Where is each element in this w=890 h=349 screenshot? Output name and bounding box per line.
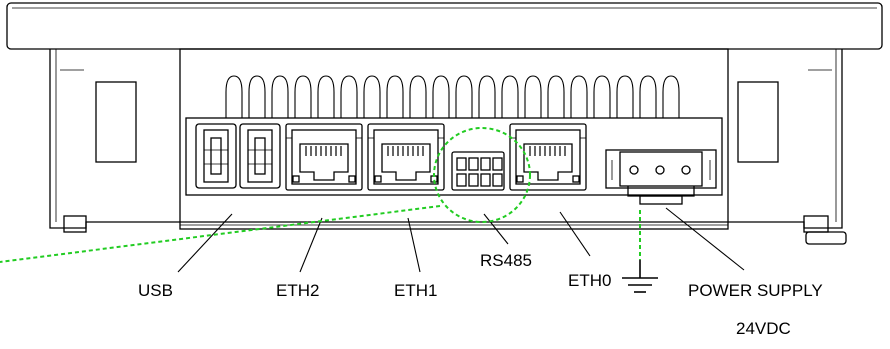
eth1-label: ETH1 — [394, 281, 437, 300]
voltage-label: 24VDC — [736, 319, 791, 338]
eth0-label: ETH0 — [568, 271, 611, 290]
device-housing — [6, 2, 883, 245]
eth2-port — [285, 123, 363, 191]
usb-port-2 — [239, 123, 281, 189]
callout-lines — [177, 207, 745, 273]
cooling-fins — [225, 75, 700, 119]
usb-label: USB — [138, 281, 173, 300]
ground-icon — [622, 260, 658, 293]
power-terminal — [605, 149, 717, 205]
rs485-connector — [451, 151, 505, 191]
eth2-label: ETH2 — [276, 281, 319, 300]
power-supply-label: POWER SUPPLY — [688, 281, 823, 300]
rs485-label: RS485 — [480, 251, 532, 270]
ethernet-ports — [285, 123, 587, 191]
rs485-highlight — [0, 127, 531, 263]
connector-enclosure — [179, 48, 729, 230]
eth1-port — [367, 123, 445, 191]
usb-port-1 — [195, 123, 237, 189]
eth0-port — [509, 123, 587, 191]
